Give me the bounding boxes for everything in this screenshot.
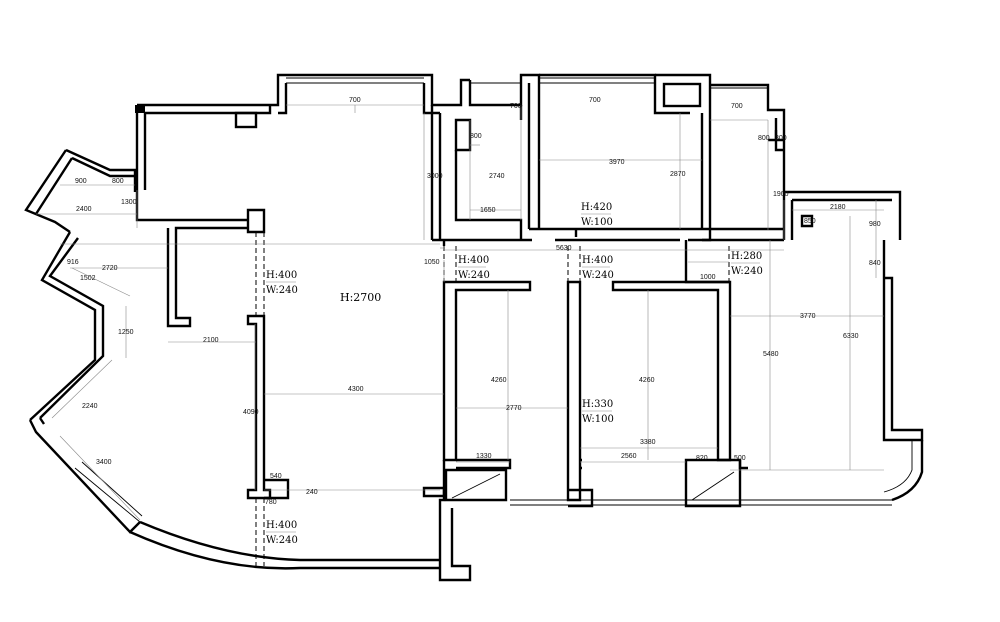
dim-3770: 3770 <box>800 313 816 320</box>
dim-4090: 4090 <box>243 409 259 416</box>
opening-1-height: H:400 <box>266 270 297 281</box>
opening-4-height: H:400 <box>582 255 613 266</box>
opening-2-height: H:420 <box>581 202 612 213</box>
dim-900: 900 <box>75 178 87 185</box>
dim-700-bedroom3: 700 <box>731 103 743 110</box>
dim-2180: 2180 <box>830 204 846 211</box>
opening-7-width: W:240 <box>266 535 298 546</box>
opening-6-height: H:330 <box>582 399 613 410</box>
dim-5630: 5630 <box>556 245 572 252</box>
opening-6-width: W:100 <box>582 414 614 425</box>
opening-1-width: W:240 <box>266 285 298 296</box>
dim-2560: 2560 <box>621 453 637 460</box>
dim-1250: 1250 <box>118 329 134 336</box>
dim-1900: 1900 <box>773 191 789 198</box>
dim-2240: 2240 <box>82 403 98 410</box>
dim-1000: 1000 <box>700 274 716 281</box>
dim-3380: 3380 <box>640 439 656 446</box>
dim-300: 300 <box>775 135 787 142</box>
opening-4-width: W:240 <box>582 270 614 281</box>
dim-1330: 1330 <box>476 453 492 460</box>
dim-980: 980 <box>869 221 881 228</box>
dim-4300: 4300 <box>348 386 364 393</box>
dim-4260-b: 4260 <box>639 377 655 384</box>
dimension-lines <box>36 104 884 521</box>
dim-3000: 3000 <box>427 173 443 180</box>
walls <box>24 73 924 582</box>
dim-2100: 2100 <box>203 337 219 344</box>
dim-6330: 6330 <box>843 333 859 340</box>
openings <box>255 228 730 566</box>
dim-800-b: 800 <box>758 135 770 142</box>
dim-540: 540 <box>270 473 282 480</box>
dim-2740: 2740 <box>489 173 505 180</box>
dim-240: 240 <box>306 489 318 496</box>
dim-2870: 2870 <box>670 171 686 178</box>
dim-1502: 1502 <box>80 275 96 282</box>
dim-700-living: 700 <box>349 97 361 104</box>
opening-labels: H:400 W:240 H:2700 H:420 W:100 H:400 W:2… <box>266 202 763 546</box>
dim-700-bedroom1: 700 <box>510 103 522 110</box>
dim-1050: 1050 <box>424 259 440 266</box>
opening-7-height: H:400 <box>266 520 297 531</box>
dim-840: 840 <box>869 260 881 267</box>
dimension-labels: 700 700 700 700 3000 800 2740 3970 2870 … <box>67 97 881 506</box>
dim-5480: 5480 <box>763 351 779 358</box>
dim-1300: 1300 <box>121 199 137 206</box>
dim-916: 916 <box>67 259 79 266</box>
opening-3-width: W:240 <box>458 270 490 281</box>
dim-780: 780 <box>265 499 277 506</box>
dim-700-bedroom2: 700 <box>589 97 601 104</box>
dim-3400: 3400 <box>96 459 112 466</box>
dim-2400: 2400 <box>76 206 92 213</box>
living-room-height: H:2700 <box>340 291 381 304</box>
opening-5-width: W:240 <box>731 266 763 277</box>
dim-800-a: 800 <box>470 133 482 140</box>
dim-3970: 3970 <box>609 159 625 166</box>
dim-2770: 2770 <box>506 405 522 412</box>
dim-820: 820 <box>696 455 708 462</box>
dim-2720: 2720 <box>102 265 118 272</box>
dim-4260-a: 4260 <box>491 377 507 384</box>
dim-800-c: 800 <box>112 178 124 185</box>
dim-500: 500 <box>734 455 746 462</box>
opening-5-height: H:280 <box>731 251 762 262</box>
dim-850: 850 <box>804 218 816 225</box>
opening-2-width: W:100 <box>581 217 613 228</box>
dim-1650: 1650 <box>480 207 496 214</box>
opening-3-height: H:400 <box>458 255 489 266</box>
